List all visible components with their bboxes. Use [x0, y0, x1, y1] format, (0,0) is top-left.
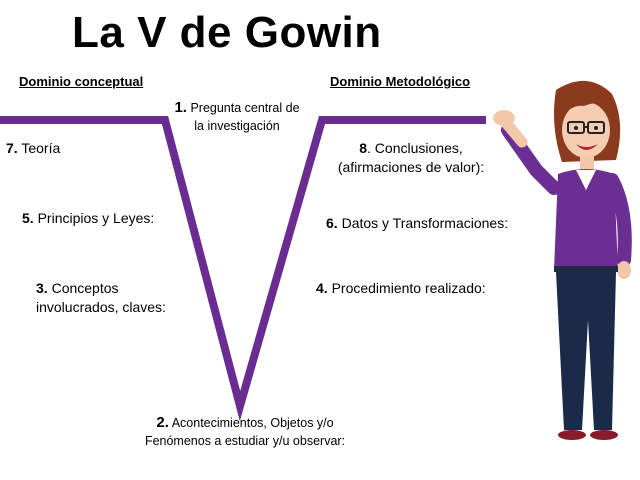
page-title: La V de Gowin	[72, 8, 382, 57]
v-line	[0, 116, 486, 422]
heading-conceptual-domain: Dominio conceptual	[19, 74, 144, 89]
q7-number: 7.	[6, 140, 18, 156]
heading-methodological-domain: Dominio Metodológico	[330, 74, 471, 89]
principles-laws-label: 5. Principios y Leyes:	[22, 209, 154, 228]
q6-number: 6.	[326, 215, 338, 231]
q8-number: 8	[359, 140, 368, 156]
q7-text: Teoría	[21, 140, 61, 156]
q8-text: . Conclusiones, (afirmaciones de valor):	[337, 140, 485, 175]
q6-text: Datos y Transformaciones:	[341, 215, 509, 231]
conclusions-label: 8. Conclusiones, (afirmaciones de valor)…	[326, 139, 496, 177]
central-question-label: 1. Pregunta central de la investigación	[172, 99, 302, 135]
concepts-label: 3. Conceptos involucrados, claves:	[36, 279, 186, 317]
q4-number: 4.	[316, 280, 328, 296]
q2-number: 2.	[156, 414, 169, 431]
events-objects-label: 2. Acontecimientos, Objetos y/o Fenómeno…	[140, 414, 350, 450]
q2-text: Acontecimientos, Objetos y/o Fenómenos a…	[144, 416, 346, 448]
q5-number: 5.	[22, 210, 34, 226]
procedure-label: 4. Procedimiento realizado:	[316, 279, 486, 298]
q1-text: Pregunta central de la investigación	[190, 101, 300, 133]
q3-number: 3.	[36, 280, 48, 296]
theory-label: 7. Teoría	[6, 139, 60, 158]
q1-number: 1.	[174, 99, 187, 116]
q4-text: Procedimiento realizado:	[331, 280, 486, 296]
q3-text: Conceptos involucrados, claves:	[36, 280, 166, 315]
q5-text: Principios y Leyes:	[37, 210, 155, 226]
data-transformations-label: 6. Datos y Transformaciones:	[326, 214, 508, 233]
teacher-illustration	[493, 80, 632, 440]
